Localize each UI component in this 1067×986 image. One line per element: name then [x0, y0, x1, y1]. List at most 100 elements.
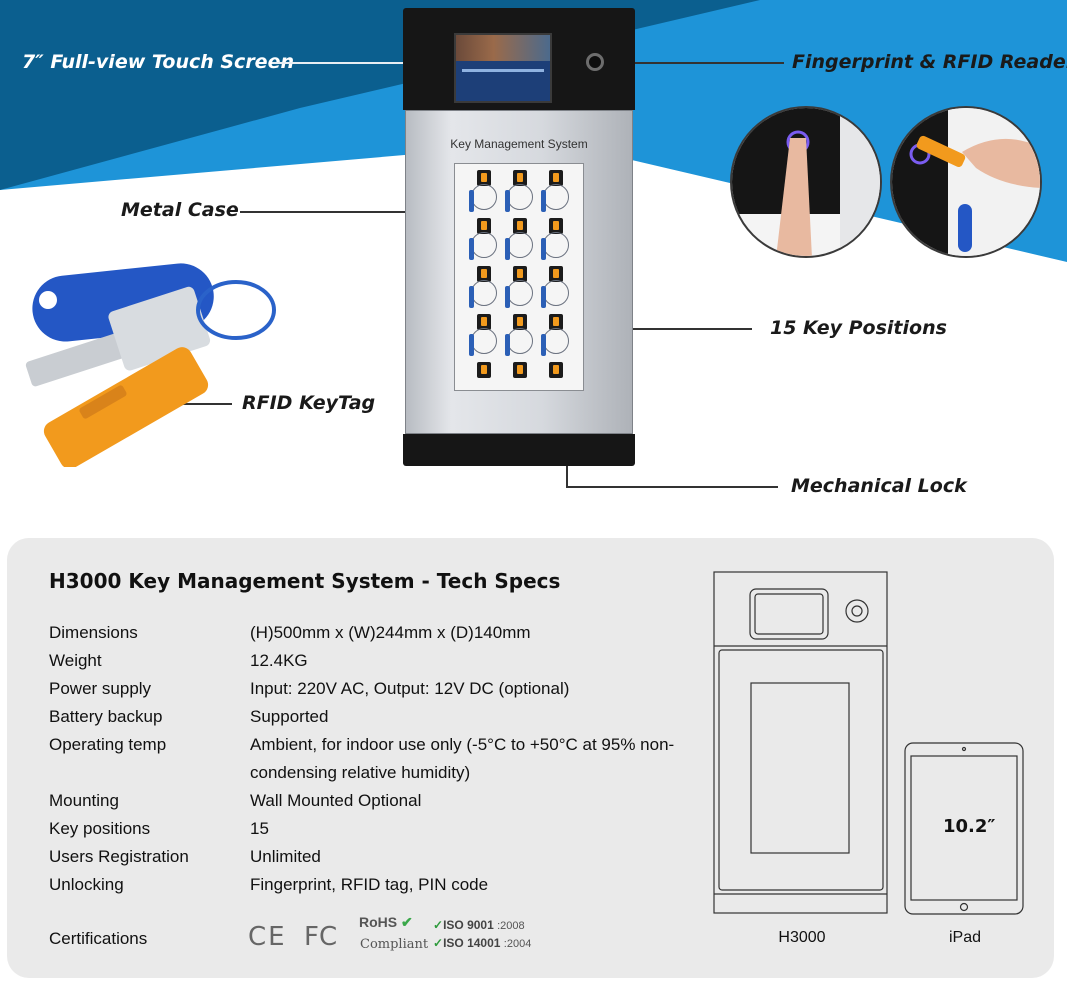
rfid-scene [892, 108, 1040, 256]
h3000-screen-inner-icon [754, 593, 824, 635]
leader-line-key-positions [576, 328, 752, 330]
spec-value: Input: 220V AC, Output: 12V DC (optional… [250, 679, 570, 698]
spec-label: Battery backup [49, 707, 163, 726]
ipad-outline-icon [904, 742, 1024, 915]
spec-value: Ambient, for indoor use only (-5°C to +5… [250, 735, 675, 782]
touch-screen [454, 33, 552, 103]
blue-keytag-icon [541, 238, 546, 260]
hero-banner: 7″ Full-view Touch Screen Fingerprint & … [0, 0, 1067, 497]
certifications-label: Certifications [49, 929, 148, 948]
spec-label: Weight [49, 651, 102, 670]
iso-year: :2004 [503, 938, 532, 950]
key-cabinet-device: Key Management System [403, 8, 635, 466]
blue-keytag-icon [505, 238, 510, 260]
rohs-mark-icon: RoHS ✔ [359, 914, 413, 931]
iso-14001-badge: ✓ISO 14001 :2004 [433, 936, 531, 950]
spec-value: Unlimited [250, 847, 321, 866]
blue-keytag-icon [505, 190, 510, 212]
keytag-hole-icon [39, 291, 57, 309]
metal-key-icon [25, 329, 137, 387]
key-slot [513, 266, 527, 282]
fingerprint-reader-icon [586, 53, 604, 71]
fingerprint-scene [732, 108, 880, 256]
spec-label: Operating temp [49, 735, 167, 754]
spec-value: Fingerprint, RFID tag, PIN code [250, 875, 489, 894]
ipad-caption: iPad [948, 929, 982, 946]
ipad-home-button-icon [959, 902, 969, 912]
key-ring-icon [543, 328, 569, 354]
screen-banner [456, 35, 550, 61]
key-ring-icon [196, 280, 276, 340]
key-ring-icon [507, 328, 533, 354]
blue-keytag-icon [469, 334, 474, 356]
spec-label: Power supply [49, 679, 152, 698]
key-slot [477, 170, 491, 186]
blue-keytag-icon [541, 286, 546, 308]
h3000-reader-inner-icon [851, 605, 863, 617]
blue-keytag-icon [505, 286, 510, 308]
blue-keytag-icon [469, 286, 474, 308]
leaf-check-icon: ✔ [401, 914, 413, 930]
tech-specs-panel: H3000 Key Management System - Tech Specs… [7, 538, 1054, 978]
key-ring-icon [543, 184, 569, 210]
fcc-mark-icon: FC [304, 922, 338, 952]
device-top-panel [403, 8, 635, 110]
blue-keytag-icon [469, 238, 474, 260]
h3000-screen-outline-icon [749, 588, 829, 640]
ipad-screen-outline-icon [910, 755, 1018, 901]
fingerprint-inset-circle [730, 106, 882, 258]
orange-rfid-tag-icon [43, 347, 209, 467]
ipad-size-label: 10.2″ [943, 816, 996, 837]
key-ring-icon [471, 328, 497, 354]
key-slot [477, 362, 491, 378]
key-ring-icon [471, 184, 497, 210]
h3000-caption: H3000 [778, 929, 826, 946]
callout-mechanical-lock: Mechanical Lock [791, 475, 967, 497]
case-title: Key Management System [450, 137, 588, 151]
key-window [454, 163, 584, 391]
key-slot [549, 314, 563, 330]
leader-line-mechanical-lock-vertical [566, 466, 568, 487]
key-ring-icon [471, 232, 497, 258]
leader-line-fingerprint [606, 62, 784, 64]
ipad-camera-icon [961, 746, 967, 752]
spec-label: Dimensions [49, 623, 138, 642]
blue-keytag-icon [505, 334, 510, 356]
rohs-compliant-text: Compliant [360, 937, 429, 952]
key-slot [477, 266, 491, 282]
key-slot [477, 314, 491, 330]
finger-icon [776, 138, 812, 256]
spec-value: 15 [250, 819, 269, 838]
iso-9001-badge: ✓ISO 9001 :2008 [433, 918, 525, 932]
spec-label: Unlocking [49, 875, 124, 894]
rfid-keytag-illustration [25, 263, 276, 467]
key-slot [549, 266, 563, 282]
spec-value: (H)500mm x (W)244mm x (D)140mm [250, 623, 531, 642]
rohs-text: RoHS [359, 914, 398, 930]
specs-title: H3000 Key Management System - Tech Specs [49, 569, 561, 593]
h3000-case-outline-icon [718, 649, 884, 891]
key-slot [477, 218, 491, 234]
blue-keytag-icon [541, 334, 546, 356]
h3000-reader-outer-icon [845, 599, 869, 623]
key-slot [549, 170, 563, 186]
spec-label: Mounting [49, 791, 119, 810]
callout-fingerprint-reader: Fingerprint & RFID Reader [792, 51, 1067, 73]
hand-icon [962, 139, 1040, 188]
key-ring-icon [543, 232, 569, 258]
key-ring-icon [471, 280, 497, 306]
key-slot [549, 218, 563, 234]
key-ring-icon [543, 280, 569, 306]
ce-mark-icon: CE [248, 922, 287, 952]
blue-keytag-icon [469, 190, 474, 212]
h3000-outline-icon [713, 571, 888, 914]
dark-blue-band [0, 0, 760, 190]
iso-name: ISO 14001 [443, 936, 501, 950]
spec-value: Supported [250, 707, 329, 726]
rfid-inset-circle [890, 106, 1042, 258]
blue-keytag-icon [541, 190, 546, 212]
leader-line-mechanical-lock [566, 486, 778, 488]
metal-case: Key Management System [405, 110, 633, 434]
size-comparison-diagram [713, 571, 1024, 915]
spec-value: 12.4KG [250, 651, 308, 670]
